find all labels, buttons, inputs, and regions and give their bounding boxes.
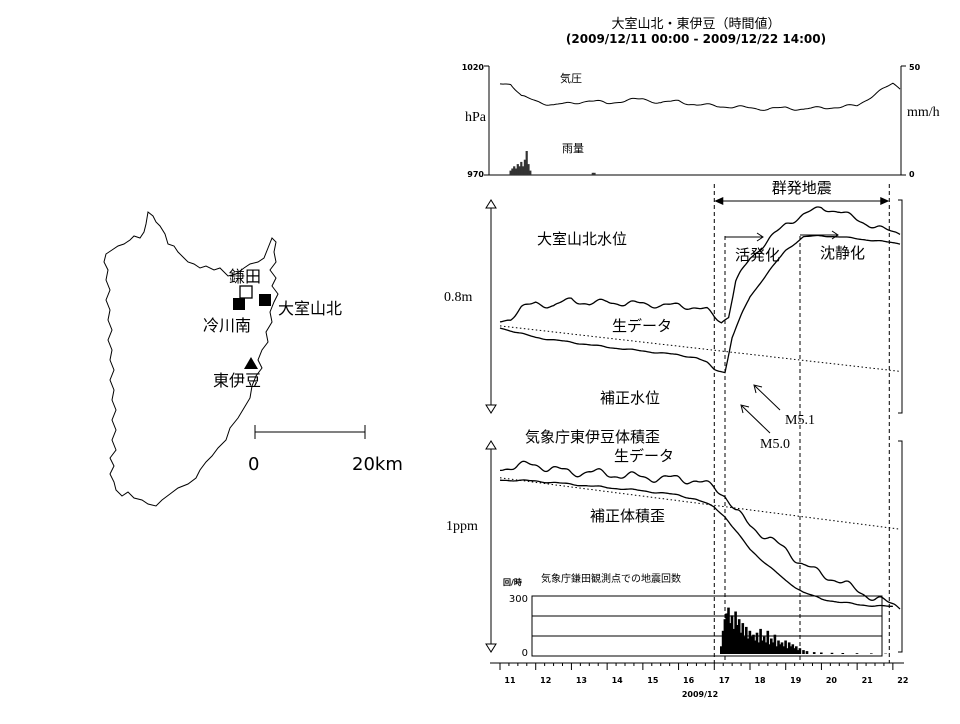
quake-count-bar [799,648,802,654]
swarm-arrow-head-left [714,197,723,205]
water-trend-line [500,326,900,372]
x-tick-label: 19 [790,676,802,685]
x-axis-tick-labels: 11 12 13 14 15 16 17 18 19 20 21 22 [504,676,908,685]
rain-bar [529,171,531,175]
quake-count-bar [820,653,823,655]
water-right-axis [898,200,902,413]
seismicity-axis-bottom: 0 [522,648,528,659]
x-tick-label: 11 [504,676,516,685]
water-raw-series-line [500,207,900,323]
quake-count-bar [870,653,873,654]
scale-bar [255,425,365,439]
m50-arrow [742,406,770,433]
swarm-label: 群発地震 [772,179,832,197]
quake-count-bar [842,653,845,654]
label-kamata: 鎌田 [229,267,261,286]
rain-axis-top: 50 [909,63,921,72]
label-reikawa: 冷川南 [203,316,251,335]
omuroyama-station-marker [259,294,271,306]
pressure-label: 気圧 [560,71,582,85]
annotation-m51: M5.1 [785,413,815,428]
x-tick-label: 20 [826,676,838,685]
izu-peninsula-map: 鎌田 大室山北 冷川南 東伊豆 0 20km [104,212,403,506]
rain-axis-bottom: 0 [909,170,915,179]
chart-subtitle: (2009/12/11 00:00 - 2009/12/22 14:00) [566,32,826,46]
x-tick-label: 12 [540,676,551,685]
pressure-axis-top: 1020 [462,63,485,72]
rain-unit: mm/h [907,105,940,120]
seismicity-series-bars [720,608,887,654]
strain-scale-label: 1ppm [446,519,478,534]
pressure-unit: hPa [465,110,487,125]
swarm-arrow-head-right [880,197,889,205]
reikawa-station-marker [233,298,245,310]
x-tick-label: 13 [576,676,587,685]
water-corrected-label: 補正水位 [600,389,660,407]
strain-scale-arrow-bottom [486,644,496,652]
scale-distance: 20km [352,454,403,475]
weather-panel: 1020 970 50 0 hPa mm/h 気圧 雨量 [462,63,940,179]
calm-label: 沈静化 [820,244,865,262]
strain-label: 気象庁東伊豆体積歪 [525,428,660,446]
x-tick-label: 21 [862,676,874,685]
m51-arrow [755,386,780,410]
strain-corrected-label: 補正体積歪 [590,507,665,525]
water-scale-label: 0.8m [444,290,473,305]
x-axis-label: 2009/12 [682,690,718,699]
annotation-m50: M5.0 [760,437,790,452]
strain-corrected-series-line [500,480,893,607]
x-tick-label: 18 [754,676,766,685]
strain-scale-arrow-top [486,441,496,449]
pressure-axis-bottom: 970 [467,170,484,179]
seismicity-unit: 回/時 [503,577,522,587]
kamata-station-marker [240,286,252,298]
strain-raw-label: 生データ [614,447,674,465]
x-axis-ticks [500,663,893,670]
quake-count-bar [856,653,859,654]
seismicity-axis-top: 300 [509,594,528,605]
strain-trend-line [500,478,900,529]
strain-panel: 1ppm 気象庁東伊豆体積歪 生データ 補正体積歪 [446,428,902,652]
quake-count-bar [806,651,809,654]
label-omuroyama: 大室山北 [278,299,342,318]
x-tick-label: 16 [683,676,695,685]
water-scale-arrow-bottom [486,405,496,413]
x-tick-label: 17 [719,676,730,685]
quake-count-bar [802,650,805,654]
scale-zero: 0 [248,454,259,475]
strain-right-axis [898,441,902,652]
quake-count-bar [813,652,816,654]
seismicity-label: 気象庁鎌田観測点での地震回数 [541,572,681,585]
chart-title: 大室山北・東伊豆（時間値） [611,16,780,32]
x-tick-label: 14 [612,676,624,685]
water-scale-arrow-top [486,200,496,208]
x-tick-label: 15 [647,676,659,685]
pressure-series-line [500,83,900,110]
seismicity-panel: 気象庁鎌田観測点での地震回数 回/時 300 0 [503,572,887,659]
rain-bar [593,173,595,175]
label-higashiizu: 東伊豆 [213,371,261,390]
water-raw-label: 生データ [612,317,672,335]
higashiizu-station-marker [244,357,258,369]
active-label: 活発化 [735,246,780,264]
x-axis: 11 12 13 14 15 16 17 18 19 20 21 22 2009/12 [490,663,908,699]
rain-label: 雨量 [562,142,584,155]
x-tick-label: 22 [897,676,908,685]
quake-count-bar [831,653,834,654]
seismicity-frame [532,596,882,656]
water-level-label: 大室山北水位 [537,230,627,248]
